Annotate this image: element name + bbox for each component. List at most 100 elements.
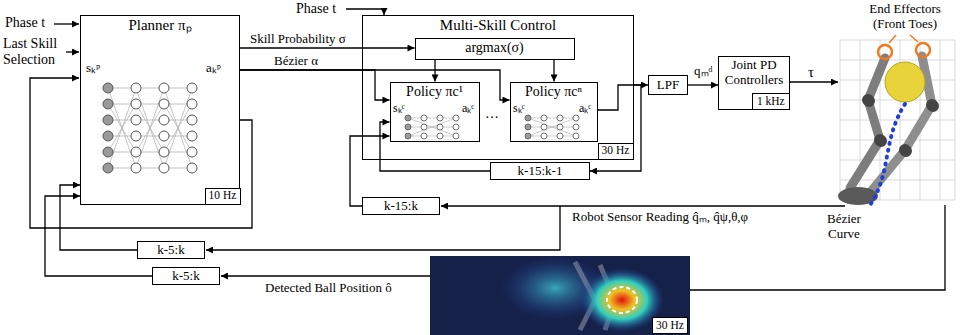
edge-label-holder: qₘᵈ (692, 63, 715, 79)
signal-label: Detected Ball Position ô (265, 281, 392, 296)
node-text: k-15:k-1 (518, 164, 563, 179)
neuron (453, 133, 459, 139)
input-label: Phase t (5, 15, 45, 31)
rate-box: 1 kHz (752, 93, 790, 110)
camera-image (430, 256, 690, 335)
network-links (108, 88, 192, 168)
node-text: 30 Hz (656, 319, 684, 332)
robot-illustration (838, 35, 955, 205)
ball (885, 62, 925, 102)
neuron (453, 115, 459, 121)
rate-box: 10 Hz (205, 188, 241, 205)
skill-wire (66, 51, 79, 52)
sensor-wire (441, 205, 845, 206)
neuron (131, 131, 141, 141)
vector-label: sₖᶜ (393, 102, 405, 116)
signal-wires (30, 9, 945, 290)
neuron (541, 124, 547, 130)
neuron (131, 115, 141, 125)
vector-label: sₖᵖ (86, 61, 100, 76)
input-label-holder: Last Skill Selection (3, 36, 65, 68)
neuron (421, 115, 427, 121)
vector-label-holder: sₖᶜ (393, 101, 405, 116)
history-box: k-5:k (137, 241, 205, 259)
rate-box: 30 Hz (652, 317, 688, 334)
input-label: Last Skill Selection (3, 36, 65, 68)
node-text: 10 Hz (209, 189, 237, 202)
leader-line (889, 35, 918, 43)
signal-arrow (553, 60, 554, 82)
neuron (131, 83, 141, 93)
neuron (103, 131, 113, 141)
controller-box: Multi-Skill Controlargmax(σ)Policy πc¹Po… (362, 15, 634, 160)
edge-label: Skill Probability σ (248, 32, 348, 47)
edge-label-holder: Skill Probability σ (248, 31, 348, 47)
vector-label-holder: aₖᶜ (579, 101, 591, 116)
signal-arrow (240, 70, 390, 100)
neuron (131, 163, 141, 173)
neuron (557, 115, 563, 121)
signal-arrow (434, 60, 435, 82)
hidden-neurons (131, 83, 197, 173)
neuron (405, 115, 411, 121)
ball-wire (221, 275, 430, 276)
neuron (131, 99, 141, 109)
signal-arrow (240, 47, 415, 48)
hidden-neurons (421, 115, 579, 139)
detection-ring (607, 287, 637, 313)
neuron (187, 115, 197, 125)
neuron (421, 133, 427, 139)
neuron (541, 133, 547, 139)
neuron (405, 133, 411, 139)
vector-label: aₖᵖ (206, 61, 221, 76)
filter-box: LPF (648, 75, 688, 95)
vector-label: aₖᶜ (579, 102, 591, 116)
neuron (103, 147, 113, 157)
policy-output (598, 85, 634, 110)
input-label-holder: Phase t (296, 1, 336, 17)
neuron (525, 115, 531, 121)
history-box: k-15:k-1 (490, 162, 590, 180)
callout-label-holder: Bézier Curve (816, 212, 872, 242)
edge-label: Bézier α (272, 54, 320, 69)
signal-label-holder: Detected Ball Position ô (265, 280, 392, 296)
input-neurons (405, 115, 531, 139)
signal-label: Robot Sensor Reading q̂ₘ, q̂ψ,θ,φ (572, 210, 748, 225)
callout-label: Bézier Curve (816, 212, 872, 242)
signal-label: τ (808, 64, 814, 81)
signal-arrow (380, 122, 490, 171)
neuron (103, 115, 113, 125)
node-text: k-15:k (384, 199, 418, 214)
callout-label: End Effectors (Front Toes) (855, 2, 955, 32)
robot-leg (868, 56, 932, 195)
neuron (421, 124, 427, 130)
neuron (187, 147, 197, 157)
robot-joint (868, 100, 933, 151)
signal-arrow (60, 185, 137, 250)
node-text: Multi-Skill Control (440, 17, 556, 34)
neuron (159, 147, 169, 157)
neuron (557, 133, 563, 139)
vector-label-holder: sₖᵖ (86, 60, 100, 76)
planner-box: Planner πₚ10 Hz (80, 15, 240, 205)
node-text: 30 Hz (602, 144, 630, 157)
input-neurons (103, 83, 113, 173)
neuron (187, 83, 197, 93)
camera-frame (430, 256, 690, 335)
neuron (103, 99, 113, 109)
neuron (187, 163, 197, 173)
neuron (159, 99, 169, 109)
signal-arrow (350, 136, 390, 206)
end-effector (878, 45, 892, 59)
neuron (131, 147, 141, 157)
end-effector (916, 43, 930, 57)
signal-arrow (45, 196, 152, 276)
vector-label-holder: sₖᶜ (513, 101, 525, 116)
robot-legs (850, 56, 933, 195)
signal-arrow (240, 70, 510, 100)
controller-box: Joint PD Controllers1 kHz (718, 56, 790, 110)
neuron (525, 133, 531, 139)
node-text: Policy πcⁿ (525, 84, 582, 100)
goal-net (840, 40, 955, 200)
